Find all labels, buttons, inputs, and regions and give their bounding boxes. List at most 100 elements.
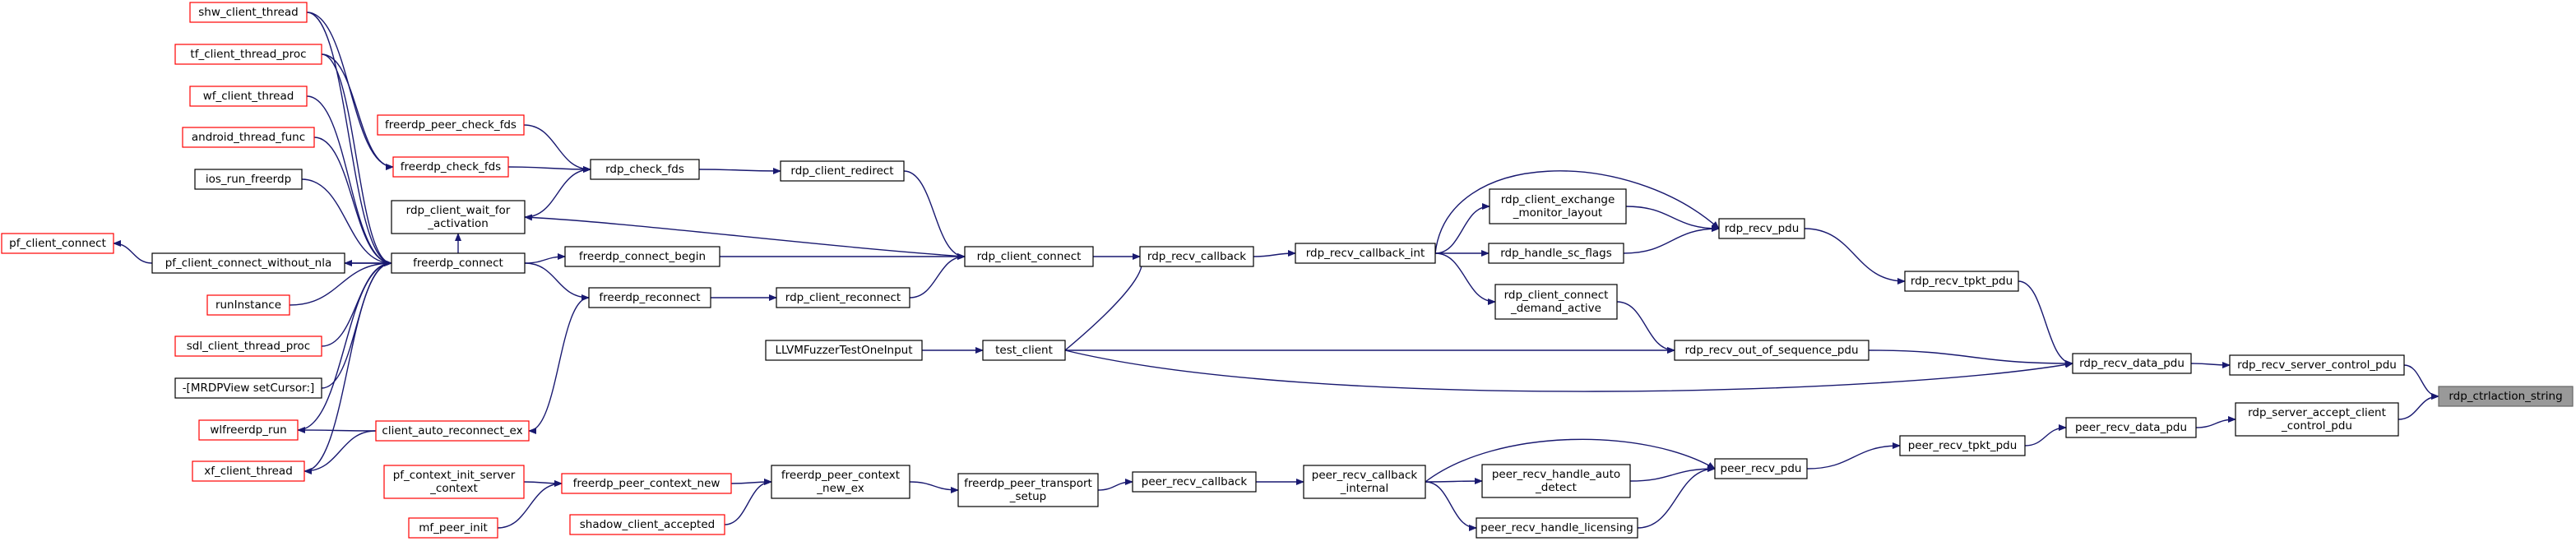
node-freerdp-peer-context-new-ex[interactable]: freerdp_peer_context_new_ex (771, 465, 910, 499)
node-label: rdp_client_connect (1504, 289, 1609, 302)
node-mrdpview-setcursor[interactable]: -[MRDPView setCursor:] (174, 377, 322, 399)
node-peer-recv-callback-internal[interactable]: peer_recv_callback_internal (1303, 465, 1426, 499)
node-label: _internal (1340, 482, 1389, 495)
edge-rdp_recv_pdu-to-rdp_recv_tpkt_pdu (1804, 228, 1906, 285)
node-rdp-recv-server-control-pdu[interactable]: rdp_recv_server_control_pdu (2229, 354, 2405, 376)
node-rdp-client-connect-demand-active[interactable]: rdp_client_connect_demand_active (1494, 284, 1618, 320)
node-rdp-client-exchange-monitor-layout[interactable]: rdp_client_exchange_monitor_layout (1489, 188, 1627, 224)
node-label: runInstance (215, 298, 281, 312)
edge-peer_recv_callback_internal-to-peer_recv_handle_licensing (1425, 481, 1477, 531)
node-rdp-recv-pdu[interactable]: rdp_recv_pdu (1718, 218, 1805, 239)
node-rdp-client-redirect[interactable]: rdp_client_redirect (780, 160, 905, 182)
node-box (174, 377, 322, 399)
edge-peer_recv_tpkt_pdu-to-peer_recv_data_pdu (2024, 424, 2067, 447)
node-rdp-recv-out-of-sequence-pdu[interactable]: rdp_recv_out_of_sequence_pdu (1674, 340, 1869, 361)
edge-freerdp_peer_context_new_ex-to-freerdp_peer_transport_setup (909, 481, 959, 493)
node-label: xf_client_thread (204, 465, 293, 478)
node-rdp-client-reconnect[interactable]: rdp_client_reconnect (776, 287, 910, 308)
node-runinstance[interactable]: runInstance (206, 294, 290, 316)
node-label: rdp_recv_callback_int (1306, 247, 1425, 260)
node-peer-recv-handle-licensing[interactable]: peer_recv_handle_licensing (1476, 517, 1638, 539)
node-box (377, 114, 525, 136)
node-freerdp-connect-begin[interactable]: freerdp_connect_begin (564, 246, 720, 267)
node-label: freerdp_check_fds (401, 160, 501, 174)
node-label: peer_recv_callback (1312, 469, 1418, 482)
node-pf-client-connect-without-nla[interactable]: pf_client_connect_without_nla (151, 252, 345, 274)
node-label: rdp_client_redirect (790, 164, 893, 178)
node-tf-client-thread-proc[interactable]: tf_client_thread_proc (174, 44, 322, 65)
node-rdp-server-accept-client-control-pdu[interactable]: rdp_server_accept_client_control_pdu (2235, 402, 2399, 437)
node-label: test_client (995, 344, 1053, 357)
node-label: peer_recv_handle_auto (1492, 468, 1620, 481)
node-label: peer_recv_tpkt_pdu (1908, 439, 2018, 452)
node-freerdp-peer-check-fds[interactable]: freerdp_peer_check_fds (377, 114, 525, 136)
node-rdp-recv-tpkt-pdu[interactable]: rdp_recv_tpkt_pdu (1904, 271, 2019, 292)
node-mf-peer-init[interactable]: mf_peer_init (408, 517, 498, 539)
node-box (1132, 471, 1257, 493)
node-label: LLVMFuzzerTestOneInput (775, 344, 912, 357)
node-label: pf_client_connect (9, 237, 106, 250)
node-peer-recv-tpkt-pdu[interactable]: peer_recv_tpkt_pdu (1899, 435, 2026, 456)
node-llvmfuzzertestoneinput[interactable]: LLVMFuzzerTestOneInput (765, 340, 923, 361)
node-freerdp-peer-context-new[interactable]: freerdp_peer_context_new (561, 473, 732, 494)
node-android-thread-func[interactable]: android_thread_func (182, 127, 315, 148)
node-freerdp-check-fds[interactable]: freerdp_check_fds (392, 156, 509, 178)
node-box (2235, 402, 2399, 437)
node-test-client[interactable]: test_client (982, 340, 1066, 361)
edge-freerdp_peer_transport_setup-to-peer_recv_callback (1097, 479, 1133, 491)
node-box (765, 340, 923, 361)
edge-rdp_client_redirect-to-rdp_client_connect (903, 170, 966, 260)
node-wlfreerdp-run[interactable]: wlfreerdp_run (198, 419, 299, 441)
node-pf-client-connect[interactable]: pf_client_connect (1, 233, 114, 254)
node-peer-recv-callback[interactable]: peer_recv_callback (1132, 471, 1257, 493)
edge-freerdp_connect-to-freerdp_reconnect (524, 262, 590, 301)
node-shw-client-thread[interactable]: shw_client_thread (189, 2, 308, 23)
node-box (957, 473, 1099, 507)
node-sdl-client-thread-proc[interactable]: sdl_client_thread_proc (174, 335, 322, 357)
node-shadow-client-accepted[interactable]: shadow_client_accepted (569, 514, 725, 535)
node-rdp-recv-callback[interactable]: rdp_recv_callback (1139, 246, 1254, 267)
edge-sdl_client_thread_proc-to-freerdp_connect (321, 260, 392, 347)
node-label: freerdp_connect_begin (579, 250, 706, 263)
node-rdp-recv-data-pdu[interactable]: rdp_recv_data_pdu (2072, 353, 2192, 374)
node-box (1303, 465, 1426, 499)
node-rdp-recv-callback-int[interactable]: rdp_recv_callback_int (1295, 243, 1436, 264)
edge-test_client-to-rdp_recv_data_pdu (1064, 349, 2073, 392)
node-box (2438, 386, 2574, 407)
node-freerdp-connect[interactable]: freerdp_connect (391, 252, 526, 274)
node-label: rdp_handle_sc_flags (1500, 247, 1612, 260)
edge-rdp_client_reconnect-to-rdp_client_connect (909, 253, 966, 298)
node-peer-recv-pdu[interactable]: peer_recv_pdu (1714, 458, 1808, 479)
node-peer-recv-handle-auto-detect[interactable]: peer_recv_handle_auto_detect (1481, 464, 1631, 498)
node-rdp-client-connect[interactable]: rdp_client_connect (964, 246, 1094, 267)
node-client-auto-reconnect-ex[interactable]: client_auto_reconnect_ex (375, 420, 530, 442)
node-xf-client-thread[interactable]: xf_client_thread (192, 460, 305, 482)
node-box (2065, 417, 2197, 438)
node-wf-client-thread[interactable]: wf_client_thread (189, 86, 308, 107)
edge-pf_context_init_server_context-to-freerdp_peer_context_new (523, 479, 563, 487)
node-box (2229, 354, 2405, 376)
node-peer-recv-data-pdu[interactable]: peer_recv_data_pdu (2065, 417, 2197, 438)
node-box (198, 419, 299, 441)
node-box (375, 420, 530, 442)
node-ios-run-freerdp[interactable]: ios_run_freerdp (194, 169, 303, 190)
node-pf-context-init-server-context[interactable]: pf_context_init_server_context (383, 465, 525, 499)
node-label: sdl_client_thread_proc (187, 340, 310, 353)
node-freerdp-peer-transport-setup[interactable]: freerdp_peer_transport_setup (957, 473, 1099, 507)
node-rdp-ctrlaction-string[interactable]: rdp_ctrlaction_string (2438, 386, 2574, 407)
node-rdp-client-wait-for-activation[interactable]: rdp_client_wait_for_activation (391, 200, 526, 234)
node-label: rdp_client_exchange (1501, 193, 1615, 206)
node-label: shadow_client_accepted (580, 518, 715, 531)
node-label: peer_recv_data_pdu (2075, 421, 2187, 434)
edge-runInstance-to-freerdp_connect (289, 260, 392, 306)
node-rdp-check-fds[interactable]: rdp_check_fds (590, 159, 700, 180)
edge-shadow_client_accepted-to-freerdp_peer_context_new_ex (724, 479, 772, 525)
node-rdp-handle-sc-flags[interactable]: rdp_handle_sc_flags (1488, 243, 1624, 264)
node-label: freerdp_peer_transport (964, 477, 1092, 490)
node-label: rdp_recv_server_control_pdu (2237, 359, 2397, 372)
node-label: rdp_client_reconnect (785, 291, 901, 304)
node-box (561, 473, 732, 494)
node-freerdp-reconnect[interactable]: freerdp_reconnect (588, 287, 711, 308)
edge-peer_recv_handle_auto_detect-to-peer_recv_pdu (1629, 465, 1716, 482)
